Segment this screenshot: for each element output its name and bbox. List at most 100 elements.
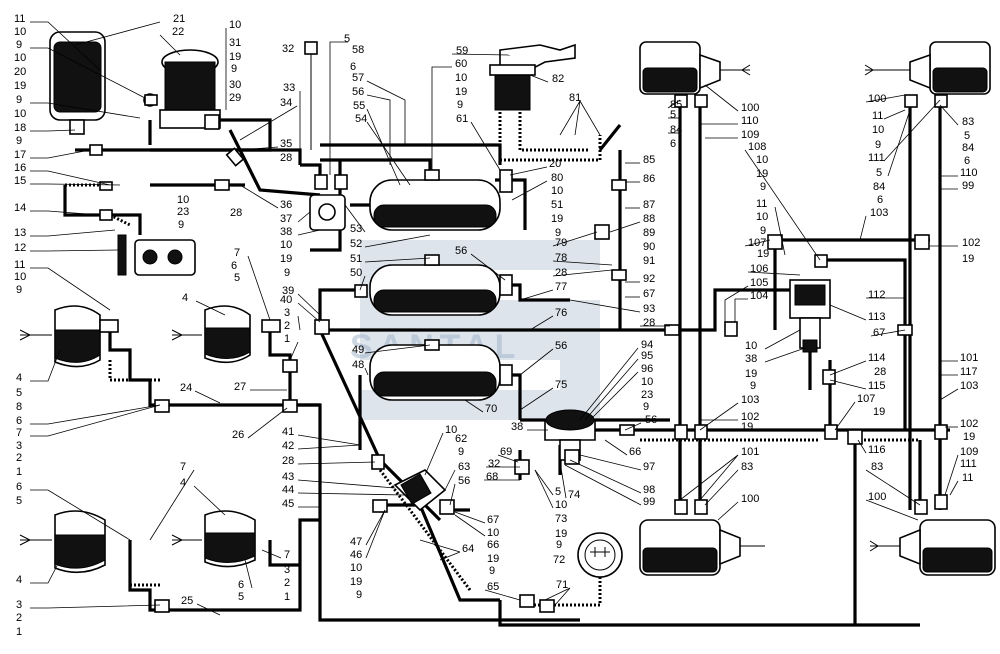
- part-number-label: 100: [868, 491, 886, 503]
- part-number-label: 3: [16, 599, 22, 611]
- part-number-label: 28: [555, 267, 567, 279]
- part-number-label: 72: [553, 554, 565, 566]
- part-number-label: 61: [456, 113, 468, 125]
- part-number-label: 23: [177, 206, 189, 218]
- part-number-label: 84: [670, 124, 682, 136]
- part-number-label: 64: [462, 543, 474, 555]
- part-number-label: 48: [352, 359, 364, 371]
- part-number-label: 1: [284, 591, 290, 603]
- part-number-label: 56: [555, 340, 567, 352]
- part-number-label: 11: [14, 13, 25, 25]
- part-number-label: 5: [344, 33, 350, 45]
- brake-chamber-right-front-1: [639, 41, 751, 95]
- part-number-label: 99: [962, 180, 974, 192]
- part-number-label: 51: [350, 253, 362, 265]
- part-number-label: 5: [555, 486, 561, 498]
- part-number-label: 10: [455, 72, 467, 84]
- part-number-label: 1: [284, 333, 290, 345]
- part-number-label: 107: [748, 237, 766, 249]
- part-number-label: 10: [350, 562, 362, 574]
- part-number-labels: 1110910201991018917161514131211109458673…: [14, 13, 980, 638]
- part-number-label: 6: [670, 138, 676, 150]
- part-number-label: 7: [16, 427, 22, 439]
- part-number-label: 19: [14, 80, 26, 92]
- part-number-label: 91: [643, 255, 655, 267]
- part-number-label: 52: [350, 238, 362, 250]
- part-number-label: 19: [350, 576, 362, 588]
- part-number-label: 6: [16, 481, 22, 493]
- part-number-label: 19: [551, 213, 563, 225]
- part-number-label: 70: [485, 403, 497, 415]
- part-number-label: 87: [643, 199, 655, 211]
- part-number-label: 69: [500, 446, 512, 458]
- part-number-label: 13: [14, 227, 26, 239]
- part-number-label: 112: [868, 289, 886, 301]
- part-number-label: 35: [280, 138, 292, 150]
- part-number-label: 89: [643, 227, 655, 239]
- part-number-label: 6: [238, 579, 244, 591]
- part-number-label: 9: [457, 99, 463, 111]
- part-number-label: 109: [960, 446, 978, 458]
- part-number-label: 4: [16, 372, 22, 384]
- part-number-label: 103: [960, 380, 978, 392]
- part-number-label: 88: [643, 213, 655, 225]
- part-number-label: 103: [870, 207, 888, 219]
- part-number-label: 15: [14, 175, 26, 187]
- part-number-label: 20: [549, 158, 561, 170]
- part-number-label: 3: [284, 564, 290, 576]
- part-number-label: 10: [14, 26, 26, 38]
- part-number-label: 68: [486, 471, 498, 483]
- brake-chamber-left-middle: [171, 305, 251, 364]
- part-number-label: 76: [555, 307, 567, 319]
- part-number-label: 103: [741, 394, 759, 406]
- fittings: [89, 94, 948, 613]
- part-number-label: 11: [872, 110, 883, 122]
- part-number-label: 5: [16, 495, 22, 507]
- part-number-label: 3: [16, 440, 22, 452]
- part-number-label: 101: [741, 446, 759, 458]
- part-number-label: 65: [487, 581, 499, 593]
- part-number-label: 5: [876, 167, 882, 179]
- part-number-label: 85: [643, 154, 655, 166]
- part-number-label: 28: [280, 152, 292, 164]
- part-number-label: 6: [231, 260, 237, 272]
- part-number-label: 4: [180, 477, 186, 489]
- part-number-label: 19: [756, 168, 768, 180]
- part-number-label: 11: [14, 259, 25, 271]
- part-number-label: 94: [641, 339, 653, 351]
- part-number-label: 5: [234, 272, 240, 284]
- part-number-label: 111: [868, 152, 885, 164]
- part-number-label: 84: [962, 142, 974, 154]
- part-number-label: 60: [455, 58, 467, 70]
- part-number-label: 19: [873, 406, 885, 418]
- part-number-label: 74: [568, 489, 580, 501]
- part-number-label: 11: [962, 472, 973, 484]
- part-number-label: 66: [487, 539, 499, 551]
- part-number-label: 83: [741, 461, 753, 473]
- part-number-label: 12: [14, 242, 26, 254]
- part-number-label: 7: [284, 549, 290, 561]
- part-number-label: 19: [280, 253, 292, 265]
- part-number-label: 84: [873, 181, 885, 193]
- part-number-label: 2: [284, 320, 290, 332]
- part-number-label: 22: [172, 26, 184, 38]
- part-number-label: 96: [641, 363, 653, 375]
- part-number-label: 28: [874, 366, 886, 378]
- part-number-label: 1: [16, 466, 22, 478]
- part-number-label: 41: [282, 426, 294, 438]
- part-number-label: 59: [456, 45, 468, 57]
- part-number-label: 40: [280, 294, 292, 306]
- part-number-label: 17: [14, 149, 26, 161]
- part-number-label: 10: [551, 185, 563, 197]
- part-number-label: 29: [229, 92, 241, 104]
- part-number-label: 99: [643, 496, 655, 508]
- part-number-label: 9: [284, 267, 290, 279]
- part-number-label: 54: [355, 113, 367, 125]
- part-number-label: 78: [555, 252, 567, 264]
- part-number-label: 11: [756, 198, 767, 210]
- part-number-label: 1: [16, 626, 22, 638]
- part-number-label: 7: [180, 461, 186, 473]
- part-number-label: 18: [14, 122, 26, 134]
- part-number-label: 77: [555, 281, 567, 293]
